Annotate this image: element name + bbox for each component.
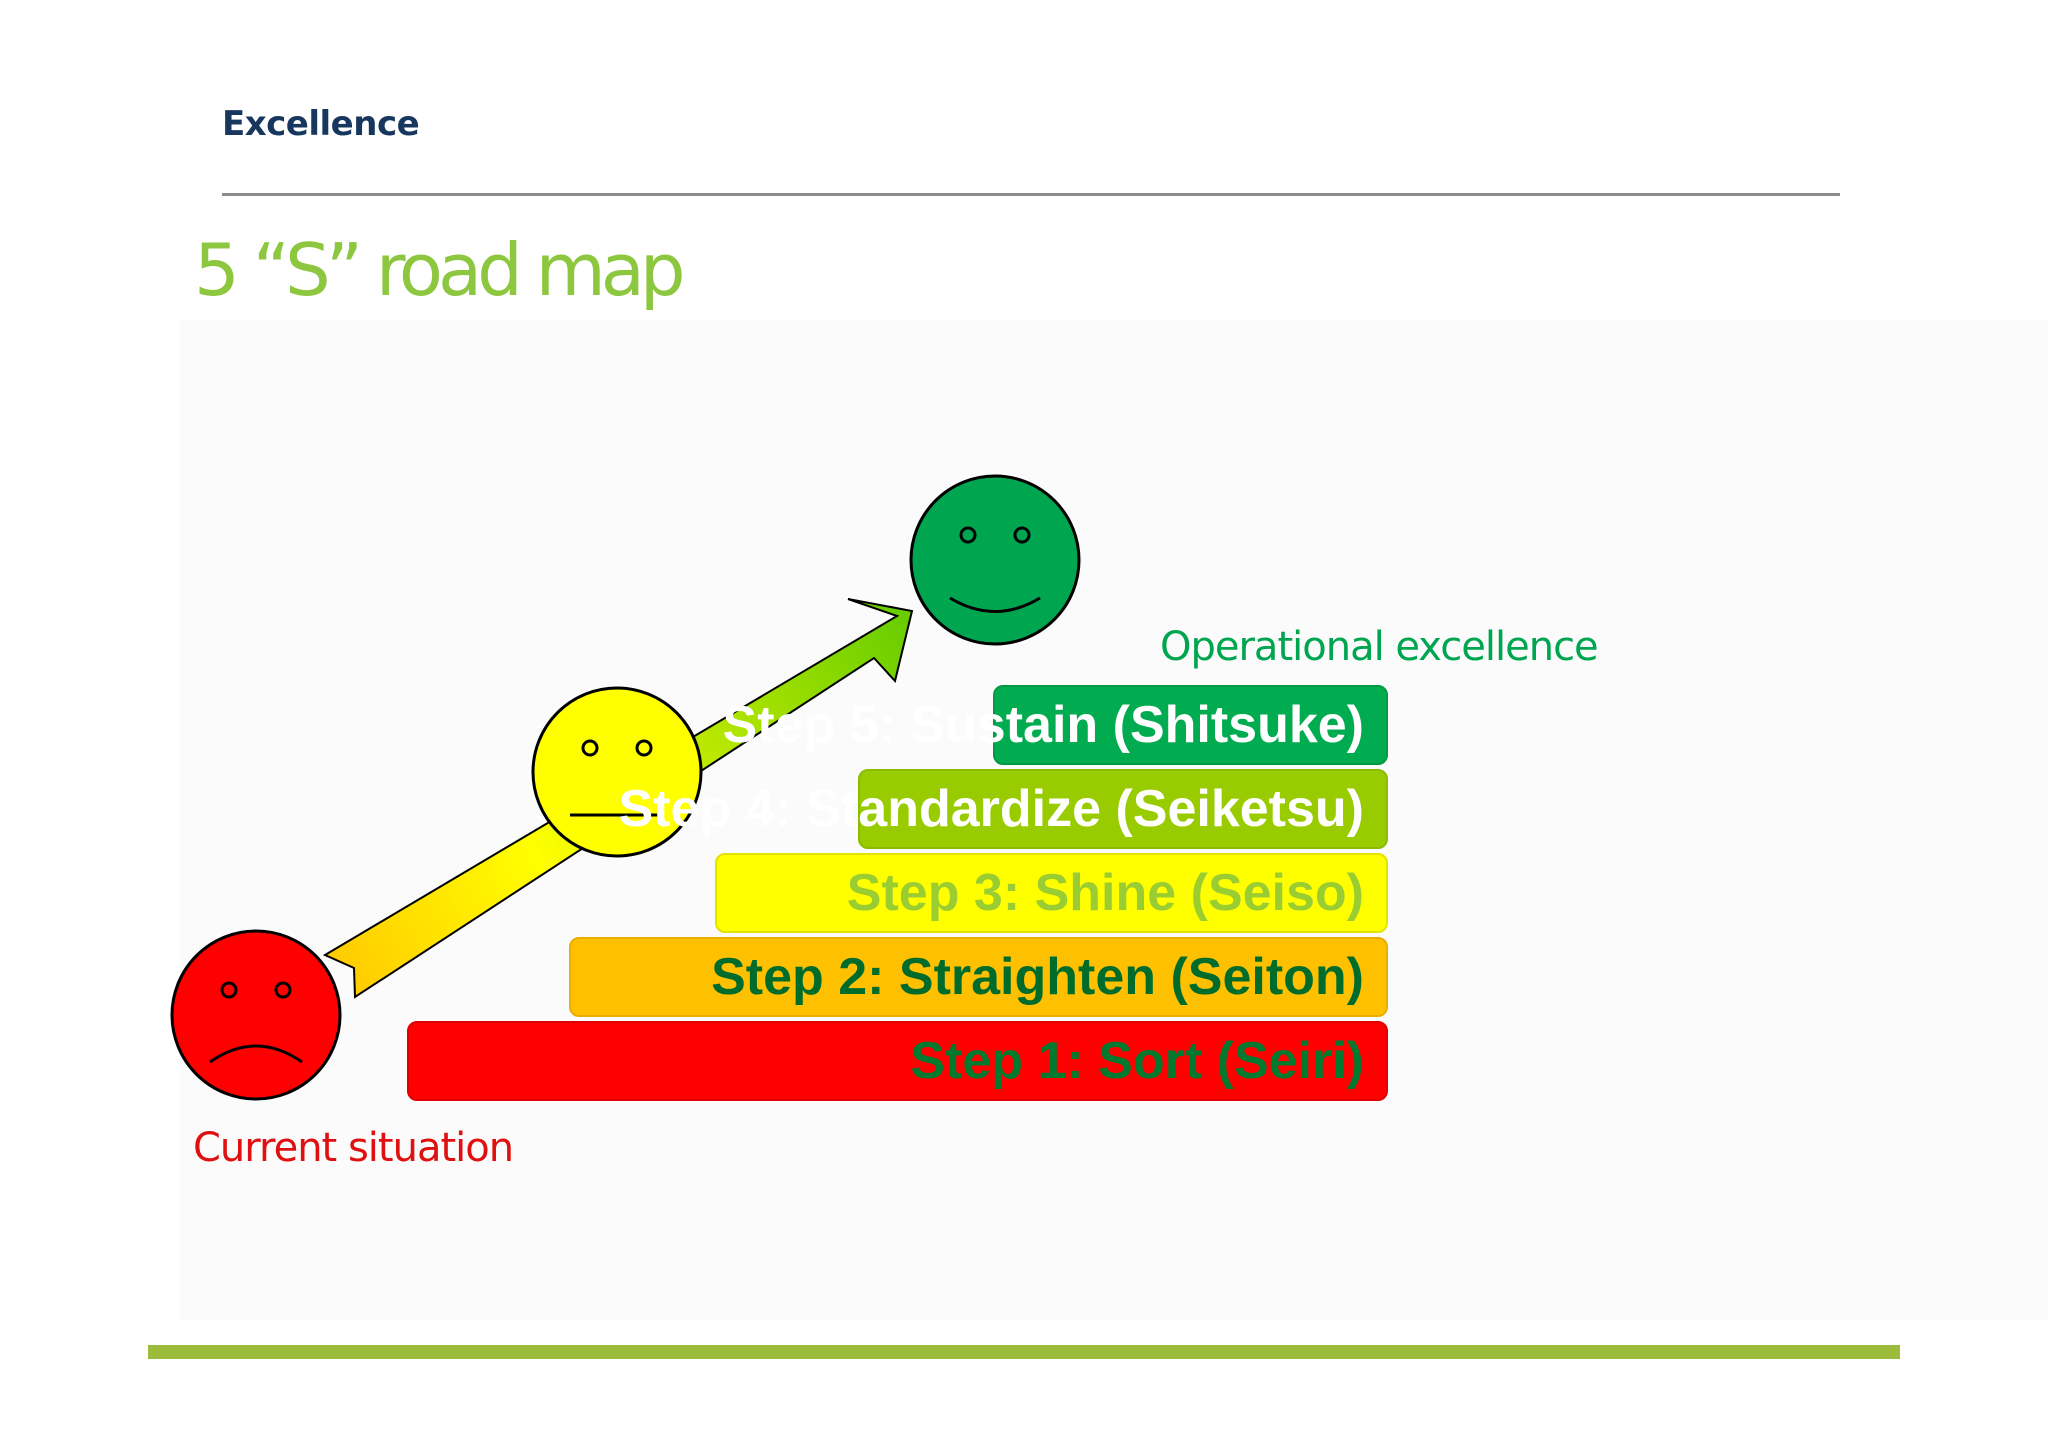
slide-title: 5 “S” road map xyxy=(194,228,686,312)
step-4-bar: Step 4: Standardize (Seiketsu) xyxy=(618,769,1388,849)
goal-label: Operational excellence xyxy=(1160,624,1599,670)
start-label: Current situation xyxy=(193,1125,514,1171)
step-2-bar: Step 2: Straighten (Seiton) xyxy=(569,937,1388,1017)
happy-face-icon xyxy=(909,474,1081,646)
step-1-bar: Step 1: Sort (Seiri) xyxy=(407,1021,1388,1101)
step-5-bar: Step 5: Sustain (Shitsuke) xyxy=(723,685,1388,765)
neutral-face-icon xyxy=(531,686,703,858)
header-label: Excellence xyxy=(222,104,420,144)
header-divider xyxy=(222,193,1840,196)
footer-bar xyxy=(148,1345,1900,1359)
step-3-bar: Step 3: Shine (Seiso) xyxy=(715,853,1388,933)
sad-face-icon xyxy=(170,929,342,1101)
